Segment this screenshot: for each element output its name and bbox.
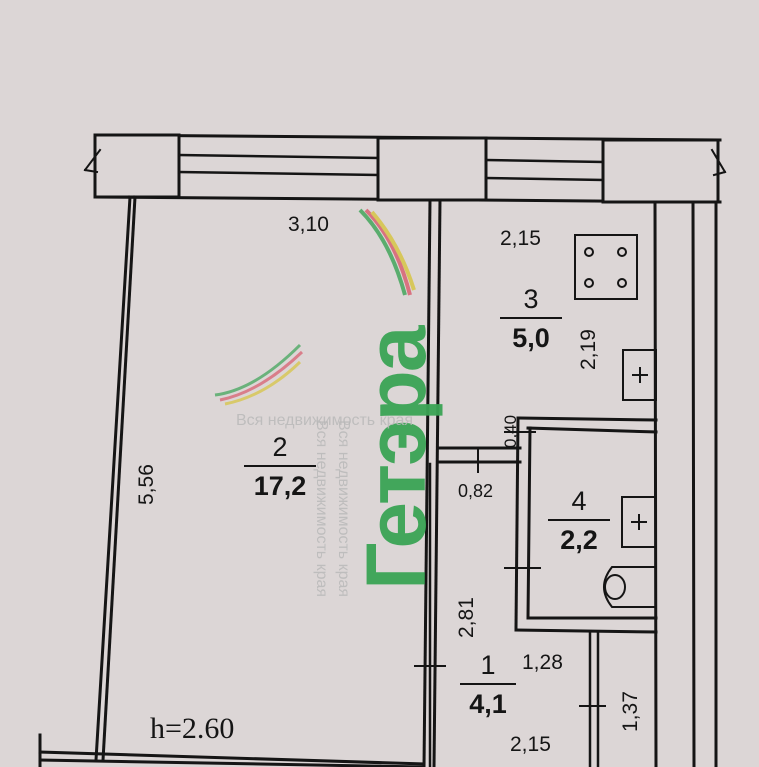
dim-niche-width: 0,82: [458, 481, 494, 501]
logo-mark-small-icon: [214, 343, 304, 406]
kitchen-sink-icon: [622, 349, 657, 401]
watermark-text-3: Вся недвижимость края: [335, 420, 352, 598]
stove-icon: [574, 234, 638, 300]
break-left-symbol: [83, 148, 102, 174]
room-1-area: 4,1: [469, 689, 507, 719]
kitchen-bottom-wall: [438, 416, 658, 464]
dim-partition-thickness: 0,40: [501, 414, 520, 448]
watermark-text-1: Вся недвижимость края: [236, 412, 414, 429]
window-right: [484, 158, 605, 182]
logo-mark-icon: [358, 208, 416, 296]
dim-hall-bottom-width: 2,15: [510, 733, 551, 756]
bathroom-walls: [514, 416, 658, 634]
dim-hall-length: 2,81: [455, 597, 478, 638]
hall-walls: [428, 462, 600, 767]
room-2-area: 17,2: [253, 471, 307, 501]
right-exterior-wall: [653, 200, 718, 767]
partition-room2-kitchen: [422, 198, 442, 767]
top-exterior-wall: [93, 133, 722, 204]
bottom-wall: [38, 733, 426, 767]
dim-hall-width: 1,28: [522, 651, 563, 674]
room-3-label: 3 5,0: [500, 284, 562, 354]
dim-closet-depth: 1,37: [619, 691, 642, 732]
dim-room2-length: 5,56: [135, 464, 158, 505]
dimension-ticks: [414, 431, 606, 707]
break-right-symbol: [710, 148, 727, 177]
room-3-area: 5,0: [512, 323, 550, 353]
dim-room2-width: 3,10: [288, 213, 329, 236]
bathroom-sink-icon: [621, 496, 657, 548]
dim-kitchen-width: 2,15: [500, 227, 541, 250]
room-2-number: 2: [244, 432, 316, 467]
room-1-number: 1: [460, 650, 516, 685]
dim-kitchen-length: 2,19: [577, 329, 600, 370]
window-left: [177, 153, 380, 177]
room-3-number: 3: [500, 284, 562, 319]
room-4-number: 4: [548, 486, 610, 521]
room-4-label: 4 2,2: [548, 486, 610, 556]
watermark-brand: Гетэра: [349, 327, 443, 590]
room-1-label: 1 4,1: [460, 650, 516, 720]
toilet-icon: [603, 566, 656, 608]
room-4-area: 2,2: [560, 525, 598, 555]
left-wall: [94, 195, 137, 762]
ceiling-height: h=2.60: [150, 712, 235, 745]
room-2-label: 2 17,2: [244, 432, 316, 502]
